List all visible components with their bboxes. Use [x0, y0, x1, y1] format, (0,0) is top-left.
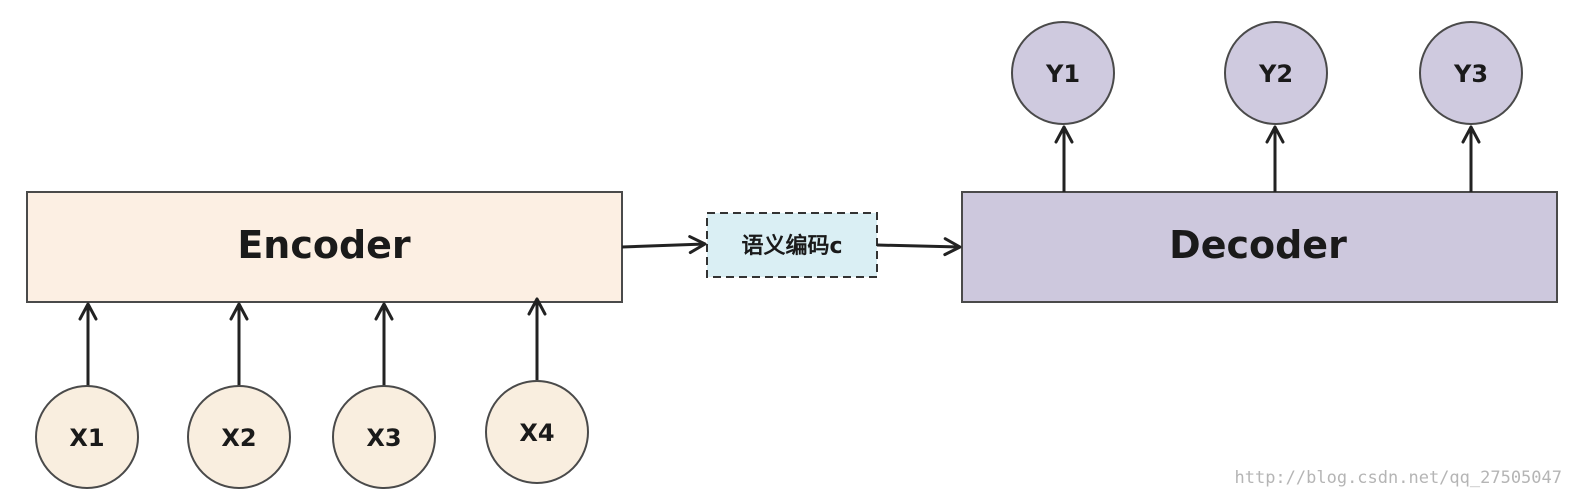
input-node-circle [35, 385, 139, 489]
output-node-label: Y2 [1258, 60, 1293, 88]
encoder-block: Encoder [26, 191, 623, 303]
context-vector-block: 语义编码c [706, 212, 878, 278]
input-node-circle [485, 380, 589, 484]
input-node-circle [332, 385, 436, 489]
output-node-y3: Y3 [1419, 21, 1523, 125]
decoder-box [961, 191, 1558, 303]
output-node-label: Y3 [1453, 60, 1488, 88]
encoder-label: Encoder [237, 223, 411, 267]
output-node-circle [1224, 21, 1328, 125]
input-node-label: X4 [519, 419, 554, 447]
context-vector-label: 语义编码c [741, 233, 842, 259]
arrow-encoder-to-context [621, 235, 707, 255]
input-node-x3: X3 [332, 385, 436, 489]
output-node-label: Y1 [1045, 60, 1080, 88]
output-node-circle [1011, 21, 1115, 125]
output-node-circle [1419, 21, 1523, 125]
output-node-y2: Y2 [1224, 21, 1328, 125]
output-node-y1: Y1 [1011, 21, 1115, 125]
input-node-x1: X1 [35, 385, 139, 489]
encoder-box [26, 191, 623, 303]
decoder-label: Decoder [1169, 223, 1347, 267]
input-node-label: X1 [69, 424, 104, 452]
context-vector-box [706, 212, 878, 278]
input-node-label: X3 [366, 424, 401, 452]
input-node-x2: X2 [187, 385, 291, 489]
input-node-circle [187, 385, 291, 489]
input-node-x4: X4 [485, 380, 589, 484]
decoder-block: Decoder [961, 191, 1558, 303]
watermark-text: http://blog.csdn.net/qq_27505047 [1234, 468, 1562, 488]
arrow-context-to-decoder [876, 237, 962, 257]
input-node-label: X2 [221, 424, 256, 452]
